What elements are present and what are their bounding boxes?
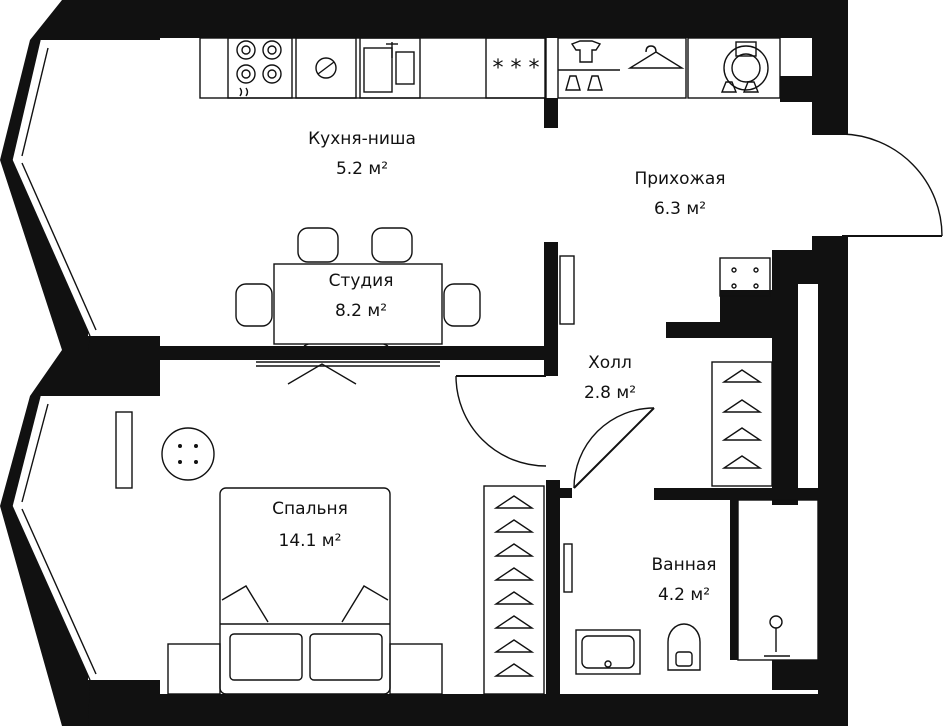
walls [88, 0, 848, 726]
kitchen-counter [199, 37, 781, 99]
room-name: Ванная [652, 555, 717, 575]
freezer-icon: * * * [485, 37, 547, 99]
room-name: Холл [588, 353, 632, 373]
washing-machine-icon [720, 41, 769, 93]
room-name: Кухня-ниша [308, 129, 416, 149]
hanger-icon [627, 45, 685, 69]
entrance-door [841, 133, 943, 237]
bay-window-upper [0, 0, 97, 350]
room-area: 4.2 м² [658, 585, 710, 605]
toilet-icon [667, 623, 701, 671]
room-area: 2.8 м² [584, 383, 636, 403]
bath-radiator [563, 543, 573, 593]
bay-window-lower [0, 350, 97, 726]
room-area: 14.1 м² [279, 531, 342, 551]
bedroom-radiator [115, 411, 133, 489]
bathroom-door [573, 407, 655, 489]
chair-icon [235, 227, 481, 327]
bed-icon [167, 487, 443, 695]
room-area: 5.2 м² [336, 159, 388, 179]
bedroom-wardrobe [483, 485, 545, 695]
round-table [161, 427, 215, 481]
room-name: Прихожая [634, 169, 725, 189]
room-hall: Холл 2.8 м² [584, 353, 636, 403]
room-kitchen: Кухня-ниша 5.2 м² [308, 129, 416, 179]
shower-icon [737, 499, 819, 661]
room-name: Спальня [272, 499, 348, 519]
table-icon [273, 263, 443, 345]
oven-knob-icon [295, 37, 357, 99]
hallway-cabinet [719, 257, 771, 297]
room-hallway: Прихожая 6.3 м² [634, 169, 725, 219]
hall-door [455, 375, 547, 467]
sink-icon [359, 37, 421, 99]
svg-text:* * *: * * * [493, 56, 540, 81]
room-bedroom: Спальня 14.1 м² [272, 499, 348, 551]
sink-icon [575, 629, 641, 675]
clothes-icon [557, 37, 687, 99]
radiator [559, 255, 575, 325]
room-area: 6.3 м² [654, 199, 706, 219]
stove-icon [227, 37, 293, 99]
room-area: 8.2 м² [335, 301, 387, 321]
room-name: Студия [329, 271, 394, 291]
wardrobe-icon [711, 361, 773, 487]
room-bathroom: Ванная 4.2 м² [652, 555, 717, 605]
room-studio: Студия 8.2 м² [329, 271, 394, 321]
